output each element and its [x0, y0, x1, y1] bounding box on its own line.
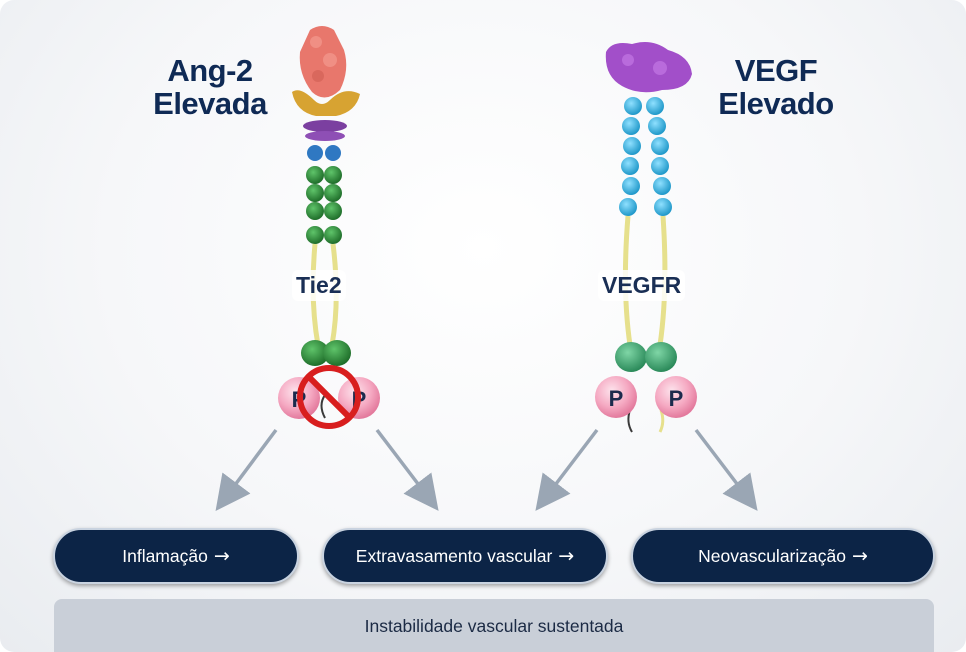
outcome-neovascularization: Neovascularização →: [631, 528, 935, 584]
no-entry-icon: [297, 365, 361, 429]
ang2-heading-line2: Elevada: [153, 86, 267, 121]
vegf-heading-line1: VEGF: [734, 53, 818, 88]
arrow-vegfr-leakage: [535, 428, 599, 511]
vegf-heading-line2: Elevado: [718, 86, 834, 121]
vegf-heading: VEGF Elevado: [706, 54, 846, 120]
arrow-tie2-inflammation: [215, 428, 278, 512]
arrow-right-icon: →: [213, 545, 230, 567]
outcome-inflammation: Inflamação →: [53, 528, 299, 584]
outcome-vascular-leakage: Extravasamento vascular →: [322, 528, 608, 584]
outcome-label: Extravasamento vascular: [355, 545, 553, 566]
vegfr-phospho-left: P: [595, 376, 637, 418]
arrow-vegfr-neovasc: [694, 428, 758, 511]
arrow-right-icon: →: [851, 545, 868, 567]
sustained-instability-banner: Instabilidade vascular sustentada: [54, 599, 934, 652]
outcome-label: Neovascularização: [698, 545, 846, 566]
phospho-label: P: [609, 386, 624, 411]
ang2-ligand: [299, 26, 347, 98]
ang2-heading-line1: Ang-2: [167, 53, 253, 88]
banner-label: Instabilidade vascular sustentada: [364, 616, 624, 636]
tie2-label: Tie2: [292, 270, 346, 301]
ang2-heading: Ang-2 Elevada: [140, 54, 280, 120]
arrow-right-icon: →: [558, 545, 575, 567]
vegfr-label: VEGFR: [598, 270, 686, 301]
vegf-ligand: [605, 42, 692, 93]
arrow-tie2-leakage: [375, 428, 439, 511]
pathway-arrows: [215, 428, 758, 512]
vegfr-phospho-right: P: [655, 376, 697, 418]
phospho-label: P: [669, 386, 684, 411]
outcome-label: Inflamação: [122, 545, 208, 566]
